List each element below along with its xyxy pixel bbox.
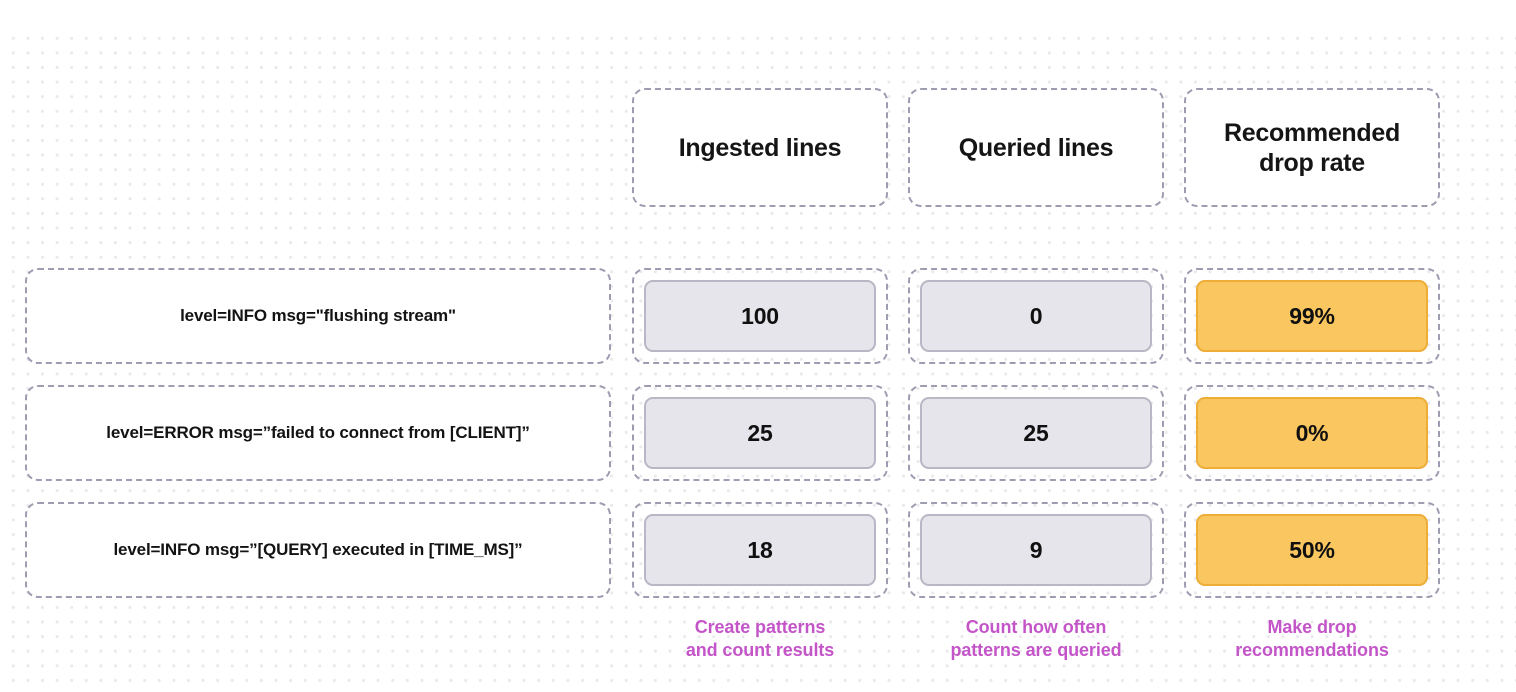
column-header-queried: Queried lines xyxy=(908,88,1164,207)
value-chip: 25 xyxy=(644,397,876,469)
column-header-ingested-label: Ingested lines xyxy=(678,133,842,162)
cell-queried-row-1: 0 xyxy=(908,268,1164,364)
table-row: level=INFO msg="flushing stream" xyxy=(25,268,611,364)
value-chip: 18 xyxy=(644,514,876,586)
value-text: 25 xyxy=(1023,419,1049,446)
value-text: 9 xyxy=(1029,536,1043,563)
value-chip: 0 xyxy=(920,280,1152,352)
column-caption-queried: Count how often patterns are queried xyxy=(950,617,1122,661)
cell-drop-rate-row-1: 99% xyxy=(1184,268,1440,364)
value-chip: 100 xyxy=(644,280,876,352)
column-header-ingested: Ingested lines xyxy=(632,88,888,207)
column-caption-ingested: Create patterns and count results xyxy=(685,617,835,661)
value-text: 0 xyxy=(1029,302,1043,329)
table-row: level=INFO msg=”[QUERY] executed in [TIM… xyxy=(25,502,611,598)
value-chip: 9 xyxy=(920,514,1152,586)
cell-queried-row-2: 25 xyxy=(908,385,1164,481)
column-header-drop-rate: Recommended drop rate xyxy=(1184,88,1440,207)
row-label-text: level=ERROR msg=”failed to connect from … xyxy=(106,423,530,442)
value-chip-highlight: 50% xyxy=(1196,514,1428,586)
cell-ingested-row-2: 25 xyxy=(632,385,888,481)
value-chip-highlight: 99% xyxy=(1196,280,1428,352)
value-text: 25 xyxy=(747,419,773,446)
cell-drop-rate-row-3: 50% xyxy=(1184,502,1440,598)
value-text: 18 xyxy=(747,536,773,563)
value-text: 50% xyxy=(1289,536,1335,563)
column-header-queried-label: Queried lines xyxy=(958,133,1114,162)
cell-drop-rate-row-2: 0% xyxy=(1184,385,1440,481)
column-header-drop-rate-label: Recommended drop rate xyxy=(1224,118,1400,177)
column-caption-drop-rate: Make drop recommendations xyxy=(1235,617,1389,661)
value-chip: 25 xyxy=(920,397,1152,469)
table-row: level=ERROR msg=”failed to connect from … xyxy=(25,385,611,481)
value-chip-highlight: 0% xyxy=(1196,397,1428,469)
cell-ingested-row-3: 18 xyxy=(632,502,888,598)
row-label-text: level=INFO msg="flushing stream" xyxy=(180,306,456,325)
cell-queried-row-3: 9 xyxy=(908,502,1164,598)
value-text: 100 xyxy=(741,302,779,329)
value-text: 0% xyxy=(1295,419,1329,446)
row-label-text: level=INFO msg=”[QUERY] executed in [TIM… xyxy=(113,540,523,559)
cell-ingested-row-1: 100 xyxy=(632,268,888,364)
value-text: 99% xyxy=(1289,302,1335,329)
